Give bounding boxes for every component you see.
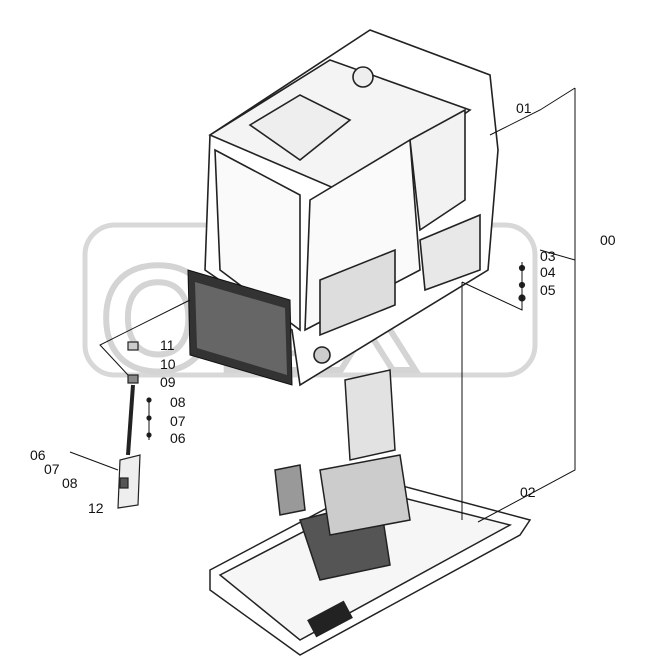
callout-07: 07 [170, 413, 186, 429]
callout-06-left: 06 [30, 447, 46, 463]
holder-parts [117, 264, 526, 509]
callout-10: 10 [160, 356, 176, 372]
callout-00: 00 [600, 232, 616, 248]
callout-05: 05 [540, 282, 556, 298]
callout-08-left: 08 [62, 475, 78, 491]
callout-07-left: 07 [44, 461, 60, 477]
seat-platform-assembly [209, 369, 532, 656]
callout-08: 08 [170, 394, 186, 410]
callout-11: 11 [160, 337, 175, 353]
leader-lines [69, 87, 576, 523]
callout-09: 09 [160, 374, 176, 390]
front-guard-grille [187, 269, 293, 386]
callout-03: 03 [540, 248, 556, 264]
callout-02: 02 [520, 484, 536, 500]
callout-04: 04 [540, 264, 556, 280]
callout-01: 01 [516, 100, 532, 116]
callout-06: 06 [170, 430, 186, 446]
callout-12: 12 [88, 500, 104, 516]
